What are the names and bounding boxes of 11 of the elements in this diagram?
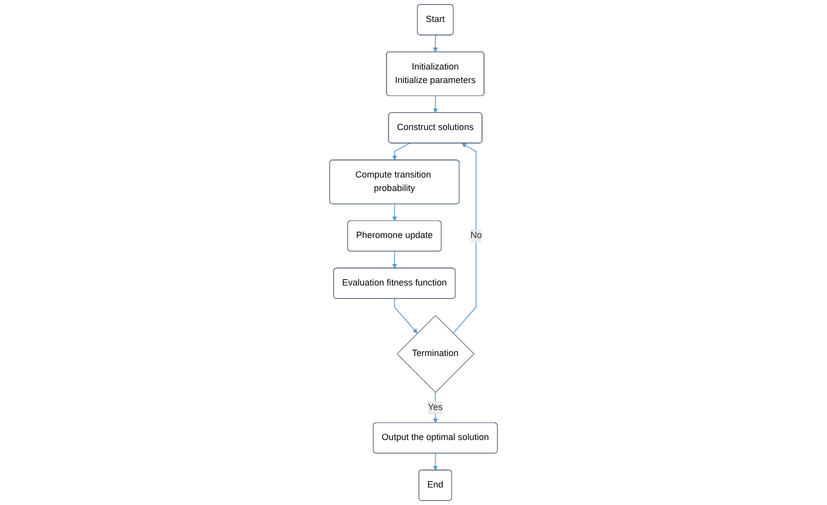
arrow [432, 453, 438, 471]
arrow [394, 298, 418, 334]
arrow [432, 96, 438, 114]
arrow [452, 143, 477, 334]
node-diamond: Termination [396, 314, 474, 393]
arrow [432, 34, 438, 52]
arrow [392, 142, 410, 160]
edge-label: No [470, 230, 482, 240]
edge-label: Yes [428, 402, 443, 412]
arrow [392, 204, 398, 222]
arrow [392, 251, 398, 269]
